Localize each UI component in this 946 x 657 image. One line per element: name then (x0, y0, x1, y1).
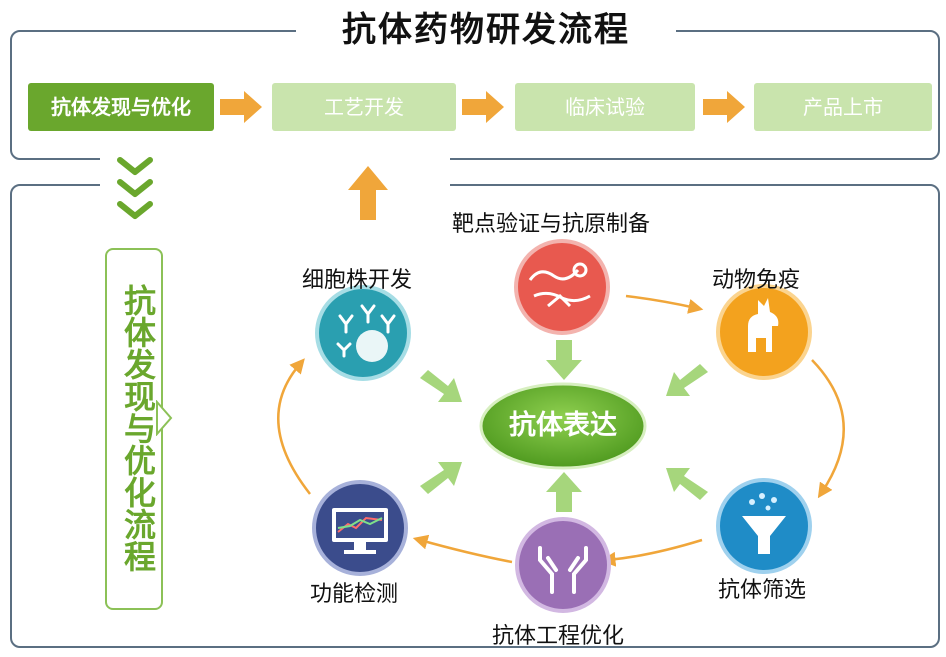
connector-assay-to-cellline (277, 358, 311, 495)
frame-gap-top-left (100, 150, 450, 160)
arrow-up-icon (348, 166, 388, 220)
stage-clinical-trial: 临床试验 (515, 83, 695, 131)
stage-antibody-discovery: 抗体发现与优化 (28, 83, 214, 131)
arrow-diag-icon (420, 462, 462, 494)
arrow-diag-icon (420, 370, 462, 402)
label-immunization: 动物免疫 (712, 268, 801, 293)
connector-screening-to-engineering (600, 538, 703, 567)
node-target-icon (514, 239, 610, 335)
stage-process-development: 工艺开发 (272, 83, 456, 131)
bottom-frame (10, 184, 940, 648)
arrow-down-icon (546, 340, 582, 380)
frame-gap-bottom-left (100, 180, 450, 190)
side-box-pointer (156, 400, 173, 436)
center-node (479, 382, 647, 470)
connector-engineering-to-assay (412, 534, 513, 564)
node-immunization-icon (716, 284, 812, 380)
node-screening-icon (716, 478, 812, 574)
arrow-diag-icon (666, 364, 708, 396)
arrow-diag-icon (666, 468, 708, 500)
arrow-right-icon (220, 91, 262, 123)
chevrons-down-icon (117, 157, 153, 219)
label-cellline: 细胞株开发 (302, 268, 413, 293)
page-title: 抗体药物研发流程 (296, 8, 676, 52)
arrow-right-icon (703, 91, 745, 123)
pipeline-arrows (220, 91, 745, 123)
label-target: 靶点验证与抗原制备 (452, 212, 651, 237)
side-process-label: 抗体发现与优化流程 (119, 284, 157, 572)
connector-immunization-to-screening (811, 359, 845, 499)
connector-target-to-immunization (625, 294, 704, 314)
center-label: 抗体表达 (509, 410, 617, 441)
arrow-up-icon (546, 472, 582, 512)
arrow-right-icon (462, 91, 504, 123)
label-assay: 功能检测 (310, 582, 399, 607)
label-engineering: 抗体工程优化 (492, 624, 625, 649)
node-cellline-icon (315, 285, 411, 381)
stage-product-launch: 产品上市 (754, 83, 932, 131)
node-assay-icon (312, 480, 408, 576)
node-engineering-icon (515, 517, 611, 613)
label-screening: 抗体筛选 (718, 578, 807, 603)
